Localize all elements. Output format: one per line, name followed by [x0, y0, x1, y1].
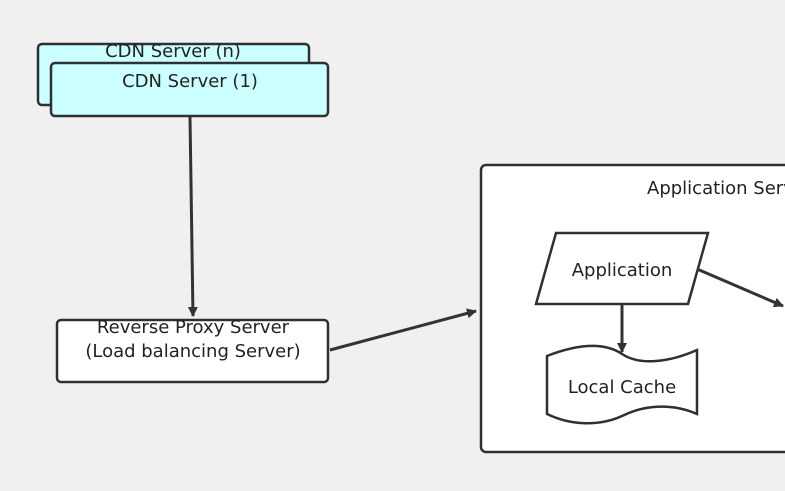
- reverse-proxy-label-line2: (Load balancing Server): [85, 341, 300, 362]
- application-node[interactable]: Application: [534, 231, 710, 306]
- local-cache-label: Local Cache: [568, 377, 676, 398]
- cdn-server-1-node[interactable]: CDN Server (1): [49, 61, 330, 118]
- reverse-proxy-label-line1: Reverse Proxy Server: [97, 317, 290, 338]
- cdn-server-1-label: CDN Server (1): [122, 71, 258, 92]
- edge-proxy-to-app-server: [329, 308, 477, 352]
- local-cache-node[interactable]: Local Cache: [545, 344, 699, 425]
- application-label: Application: [572, 260, 673, 281]
- edge-cdn-to-proxy: [187, 116, 198, 317]
- edge-application-to-offscreen: [696, 267, 784, 308]
- application-server-label: Application Server: [647, 178, 785, 199]
- cdn-server-n-label: CDN Server (n): [105, 41, 241, 62]
- reverse-proxy-node[interactable]: Reverse Proxy Server (Load balancing Ser…: [55, 317, 330, 384]
